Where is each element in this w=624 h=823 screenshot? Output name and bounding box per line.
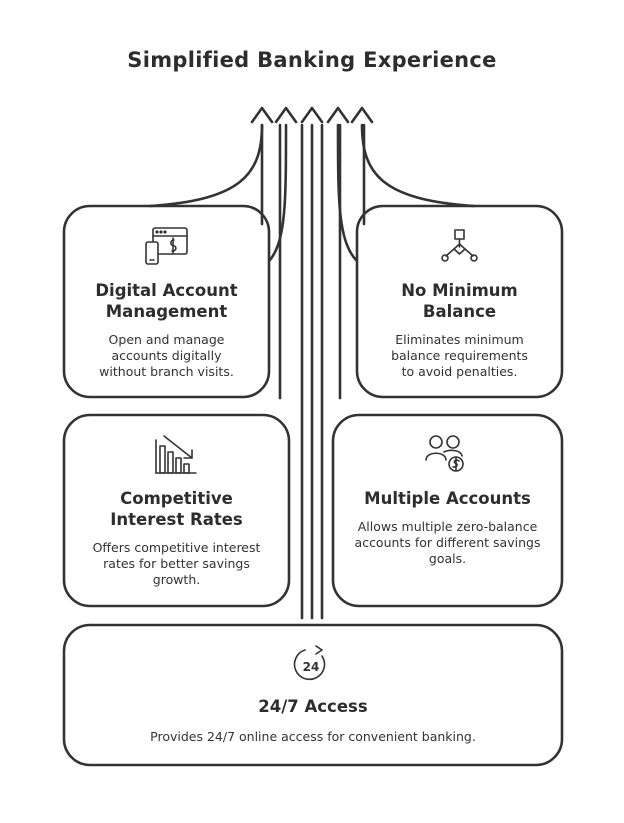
card-title-line: Competitive <box>120 489 233 508</box>
card-title-line: Balance <box>422 302 497 321</box>
card-desc-multiple-accounts: Allows multiple zero-balance accounts fo… <box>343 519 552 567</box>
card-desc-interest-rates: Offers competitive interest rates for be… <box>74 540 279 588</box>
card-outline-interest-rates <box>62 413 291 608</box>
card-desc-line: Allows multiple zero-balance <box>357 519 538 534</box>
card-desc-24-7-access: Provides 24/7 online access for convenie… <box>74 729 552 745</box>
arrow-head-2 <box>274 106 298 124</box>
card-desc-line: Open and manage <box>108 332 225 347</box>
card-desc-line: Provides 24/7 online access for convenie… <box>150 729 476 744</box>
page-title: Simplified Banking Experience <box>127 48 497 72</box>
card-title-line: No Minimum <box>401 281 518 300</box>
card-title-line: Multiple Accounts <box>364 489 531 508</box>
card-desc-line: to avoid penalties. <box>401 364 518 379</box>
users-dollar-icon <box>425 435 464 472</box>
arrow-head-5 <box>350 106 374 124</box>
arrow-head-3 <box>300 106 324 124</box>
card-title-line: 24/7 Access <box>258 697 368 716</box>
card-desc-line: balance requirements <box>391 348 528 363</box>
flow-curve-left <box>148 123 264 208</box>
card-title-interest-rates: Competitive Interest Rates <box>74 488 279 530</box>
card-title-24-7-access: 24/7 Access <box>74 696 552 717</box>
flow-curve-mid-left <box>268 123 288 262</box>
card-outline-24-7-access <box>62 623 564 767</box>
mobile-banking-icon <box>145 227 188 265</box>
card-title-line: Digital Account <box>95 281 238 300</box>
flow-curve-right <box>360 123 476 208</box>
card-desc-no-minimum: Eliminates minimum balance requirements … <box>367 332 552 380</box>
card-desc-line: Offers competitive interest <box>92 540 261 555</box>
card-outline-digital-account <box>62 204 271 399</box>
declining-bar-chart-icon <box>155 435 197 474</box>
card-title-no-minimum: No Minimum Balance <box>367 280 552 322</box>
card-desc-digital-account: Open and manage accounts digitally witho… <box>74 332 259 380</box>
card-title-digital-account: Digital Account Management <box>74 280 259 322</box>
card-desc-line: growth. <box>152 572 201 587</box>
card-desc-line: Eliminates minimum <box>395 332 524 347</box>
24-hour-clock-icon <box>293 645 326 681</box>
card-desc-line: rates for better savings <box>103 556 250 571</box>
arrow-head-1 <box>250 106 274 124</box>
card-title-line: Management <box>105 302 228 321</box>
card-title-multiple-accounts: Multiple Accounts <box>343 488 552 509</box>
card-outline-multiple-accounts <box>331 413 564 608</box>
network-nodes-icon <box>441 229 478 262</box>
card-desc-line: accounts for different savings <box>354 535 541 550</box>
card-desc-line: accounts digitally <box>111 348 222 363</box>
card-desc-line: goals. <box>428 551 467 566</box>
card-title-line: Interest Rates <box>110 510 243 529</box>
arrow-head-4 <box>326 106 350 124</box>
flow-curve-mid-right <box>336 123 358 262</box>
card-desc-line: without branch visits. <box>99 364 234 379</box>
24-hour-icon-label: 24 <box>303 660 320 674</box>
